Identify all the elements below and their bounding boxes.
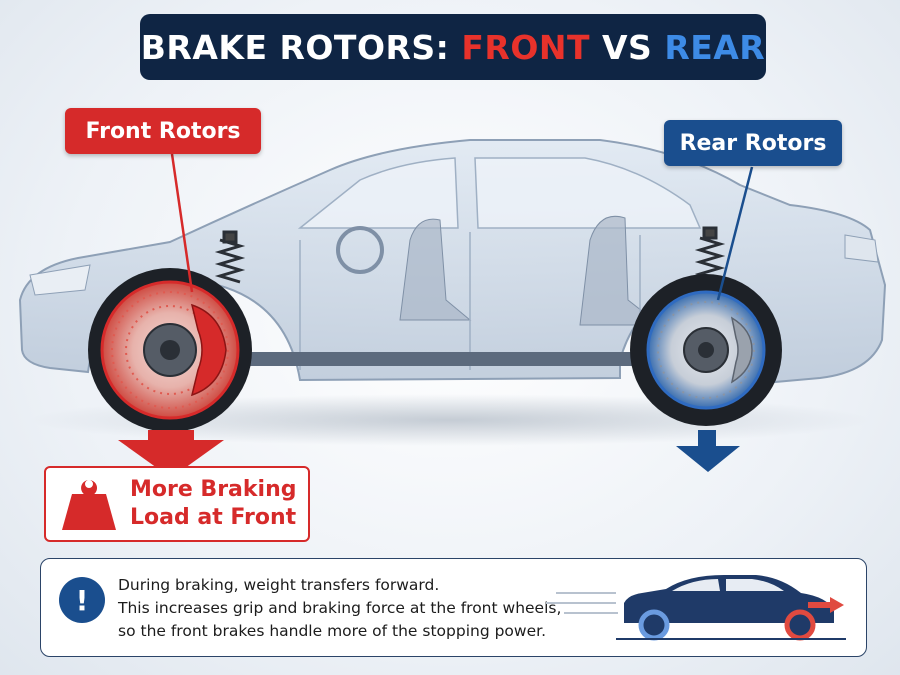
front-leader-line	[170, 153, 194, 293]
mini-car-front-wheel	[784, 609, 816, 641]
rear-seat	[579, 215, 662, 326]
front-wheel	[88, 268, 252, 432]
headlight	[29, 264, 91, 296]
load-note-line-2: Load at Front	[130, 505, 297, 530]
front-rotors-label: Front Rotors	[65, 108, 261, 154]
steering-wheel	[336, 226, 384, 274]
taillight	[844, 234, 879, 263]
info-line-3: so the front brakes handle more of the s…	[118, 622, 547, 640]
rear-spring	[694, 226, 726, 282]
front-spring	[214, 230, 246, 284]
rear-wheel	[630, 274, 782, 426]
info-line-2: This increases grip and braking force at…	[118, 599, 562, 617]
mini-car-windows	[672, 579, 784, 591]
rear-down-arrow-icon	[676, 430, 740, 472]
speed-lines-icon	[546, 592, 618, 614]
car-icon	[546, 575, 846, 641]
info-icon: !	[59, 577, 105, 623]
rear-rotors-label-text: Rear Rotors	[679, 130, 827, 156]
title-part-main: BRAKE ROTORS:	[140, 27, 462, 67]
title-part-front: FRONT	[461, 27, 591, 67]
load-note-line-1: More Braking	[130, 477, 297, 502]
mini-car-body	[624, 575, 834, 623]
load-note-text: More Braking Load at Front	[130, 476, 296, 532]
chassis	[245, 352, 645, 366]
rear-caliper	[730, 316, 753, 384]
info-line-1: During braking, weight transfers forward…	[118, 576, 440, 594]
info-panel: ! During braking, weight transfers forwa…	[40, 558, 867, 657]
load-note-box: More Braking Load at Front	[44, 466, 310, 542]
rear-window	[474, 157, 702, 229]
front-window	[297, 157, 459, 229]
front-seat	[399, 218, 472, 321]
front-caliper	[190, 303, 227, 397]
rear-rotors-label: Rear Rotors	[664, 120, 842, 166]
info-text: During braking, weight transfers forward…	[118, 574, 561, 643]
front-rotors-label-text: Front Rotors	[85, 118, 241, 144]
mini-car-rear-wheel	[638, 609, 670, 641]
weight-icon	[62, 480, 116, 530]
front-down-arrow-icon	[118, 430, 224, 478]
rear-leader-line	[716, 166, 754, 301]
title-part-rear: REAR	[664, 27, 766, 67]
mini-forward-arrow-icon	[808, 597, 844, 613]
title-part-vs: VS	[590, 27, 665, 67]
page-title: BRAKE ROTORS: FRONT VS REAR	[140, 14, 766, 80]
